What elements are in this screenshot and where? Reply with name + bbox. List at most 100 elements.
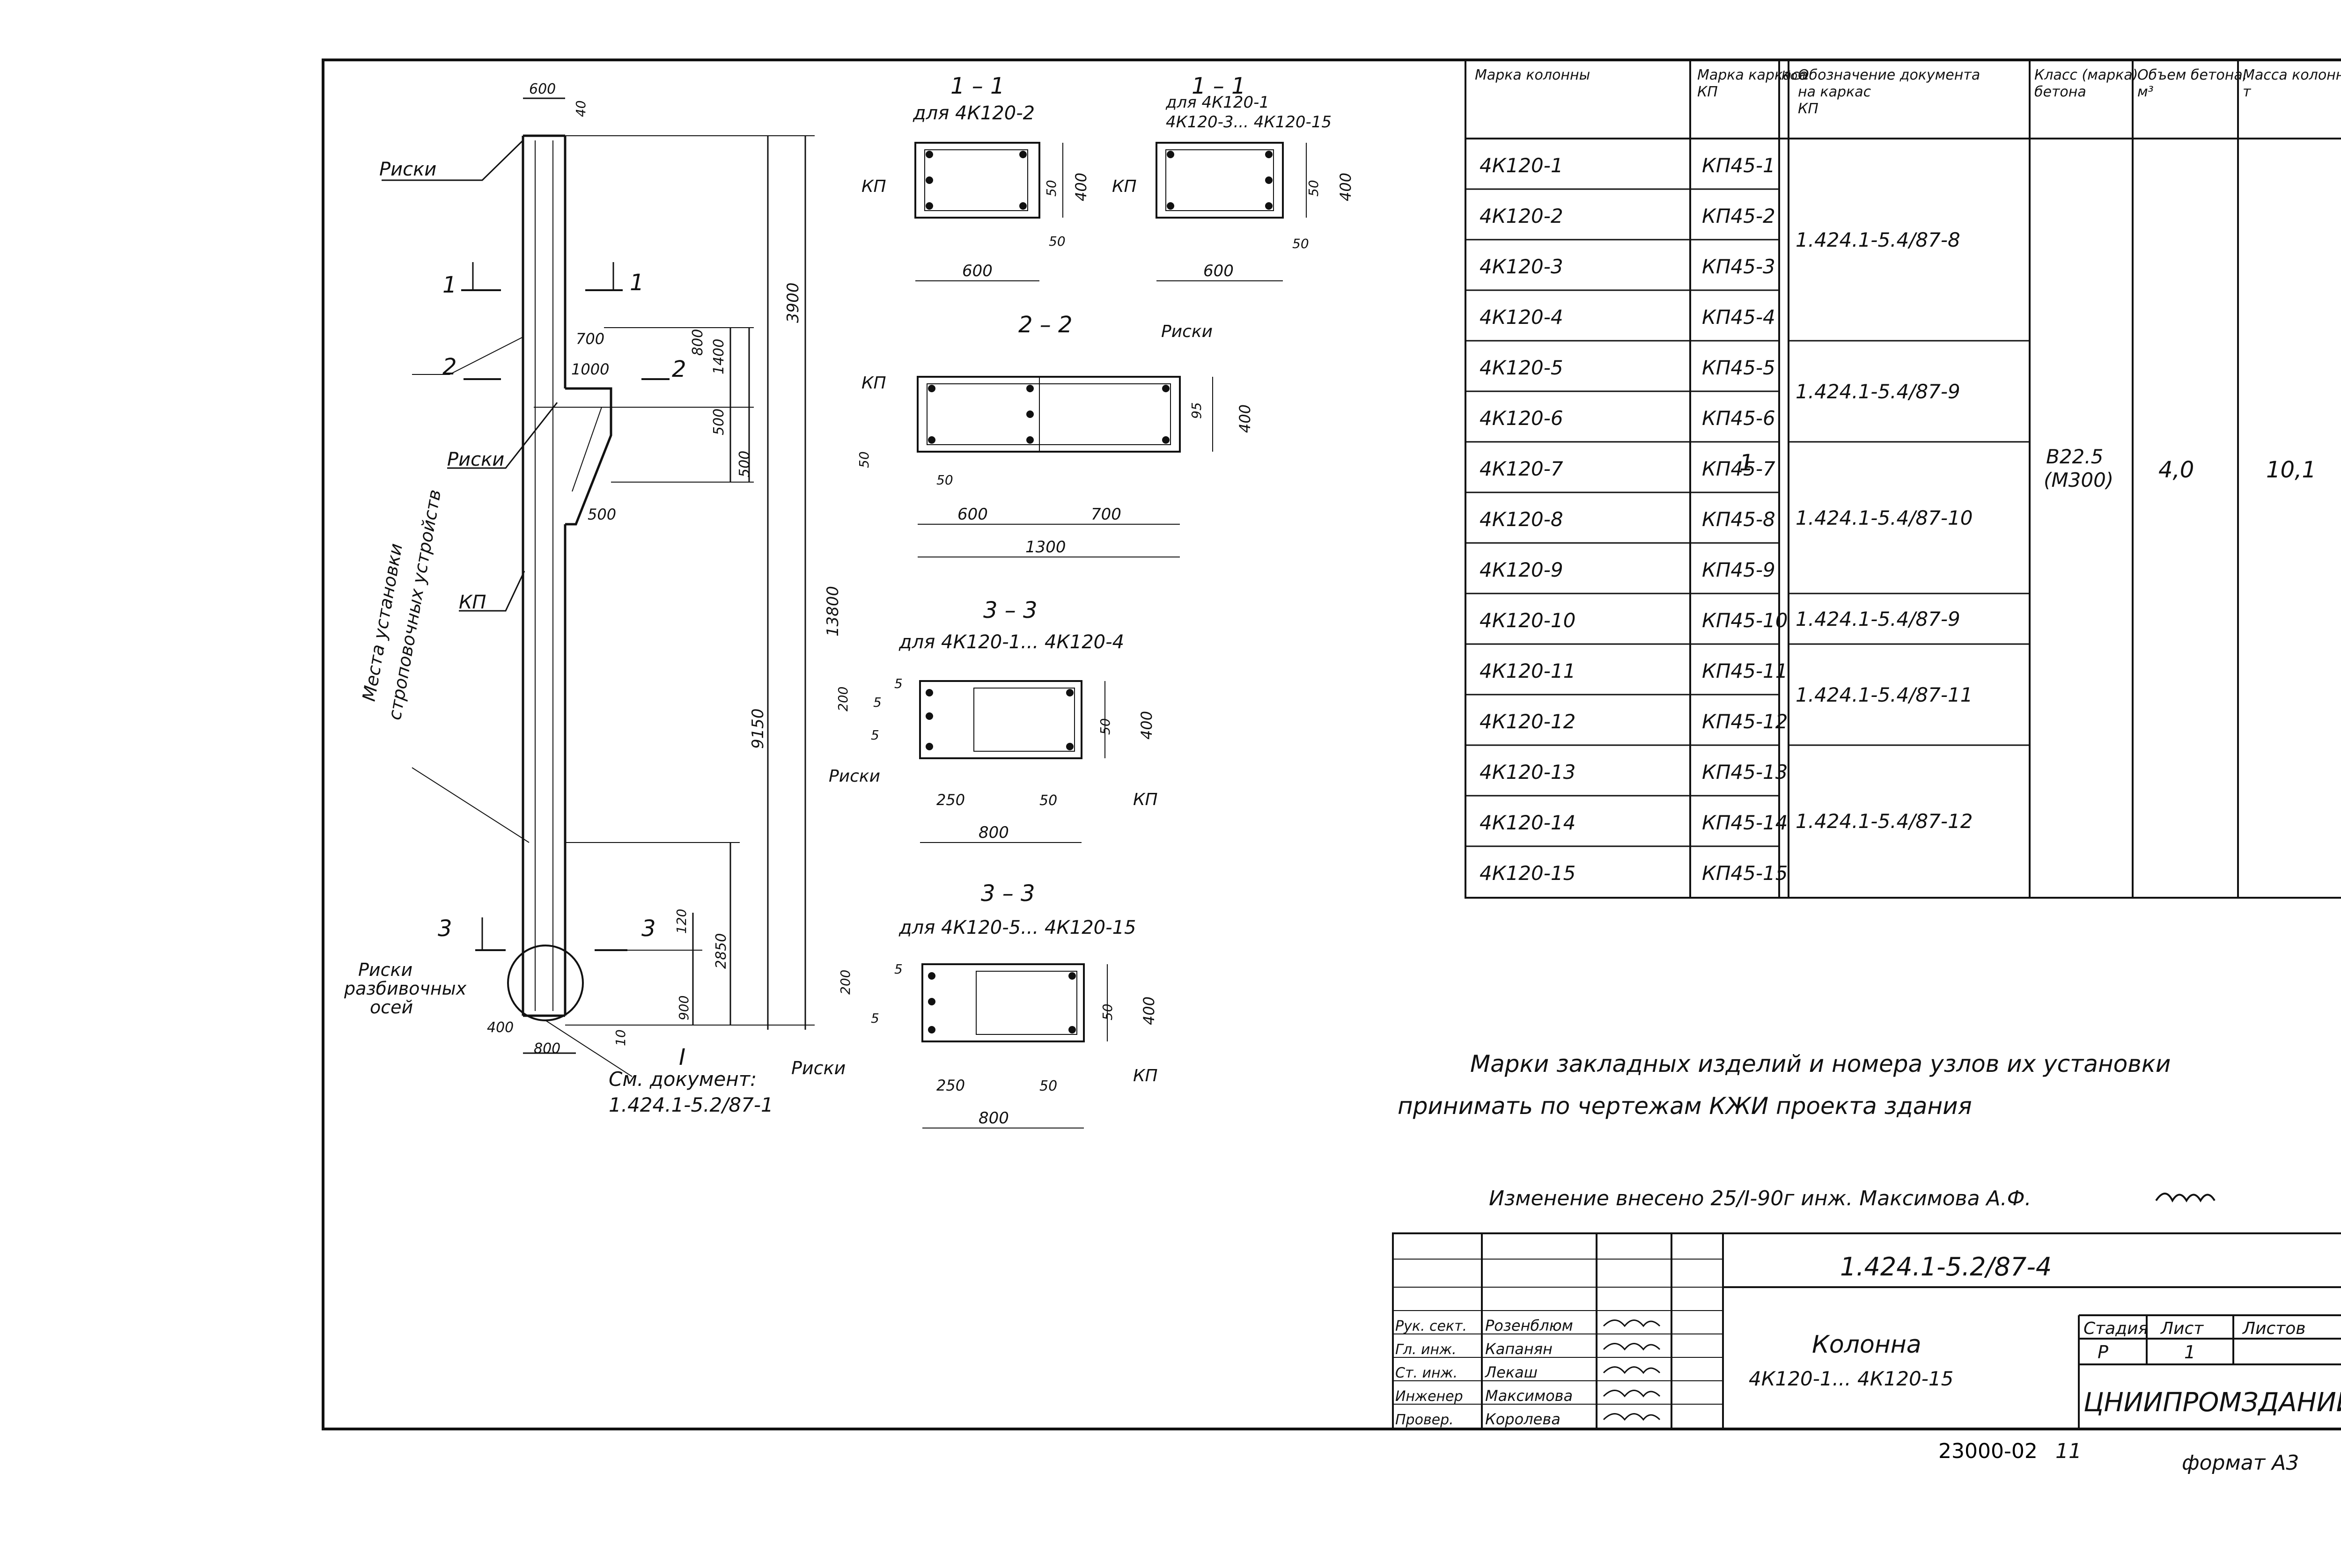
- table-cell-doc: 1.424.1-5.4/87-12: [1796, 810, 1973, 833]
- table-cell-frame-mark: КП45-13: [1702, 761, 1788, 784]
- stamp-org: ЦНИИПРОМЗДАНИЙ: [2083, 1387, 2341, 1418]
- table-cell-doc: 1.424.1-5.4/87-8: [1796, 228, 1960, 251]
- table-cell-column-mark: 4К120-12: [1480, 710, 1575, 733]
- stamp-sheet-h: Лист: [2160, 1319, 2204, 1338]
- table-cell-column-mark: 4К120-13: [1480, 761, 1575, 784]
- s1a-d400: 400: [1072, 173, 1090, 201]
- stamp-stage-h: Стадия: [2083, 1319, 2148, 1338]
- dim-total-height: 13800: [824, 586, 842, 637]
- s3a-d5c: 5: [871, 727, 879, 743]
- s3a-d250: 250: [936, 791, 965, 809]
- stamp-signature: [1603, 1390, 1661, 1398]
- label-kp: КП: [459, 592, 486, 613]
- s3b-sub: для 4К120-5... 4К120-15: [898, 917, 1136, 938]
- s1a-kp: КП: [861, 177, 886, 196]
- label-riski-bottom-1: Риски: [358, 960, 412, 980]
- dim-mid-c: 500: [711, 409, 727, 435]
- s2-title: 2 – 2: [1018, 312, 1073, 338]
- s3a-riski: Риски: [829, 767, 880, 786]
- stamp-name: Розенблюм: [1485, 1317, 1573, 1334]
- s2-kp: КП: [861, 374, 886, 393]
- stamp-signature: [1603, 1413, 1661, 1421]
- table-cell-frame-mark: КП45-7: [1702, 457, 1775, 480]
- table-header-5: Объем бетона,м³: [2137, 67, 2247, 100]
- table-cell-frame-mark: КП45-8: [1702, 508, 1775, 531]
- table-cell-frame-mark: КП45-5: [1702, 356, 1775, 379]
- dim-top-small: 40: [573, 100, 589, 117]
- s3b-d250: 250: [936, 1077, 965, 1094]
- sheet-frame: [322, 59, 2341, 1430]
- table-cell-column-mark: 4К120-1: [1480, 154, 1563, 177]
- label-riski-bottom-3: осей: [370, 997, 413, 1018]
- s1b-d50a: 50: [1306, 180, 1321, 197]
- table-header-6: Масса колонны,т: [2243, 67, 2341, 100]
- stamp-doc-number: 1.424.1-5.2/87-4: [1840, 1252, 2052, 1282]
- table-concrete-class: В22.5: [2046, 445, 2103, 468]
- s3a-d5a: 5: [894, 676, 903, 691]
- table-cell-frame-mark: КП45-1: [1702, 154, 1775, 177]
- s1b-sub-2: 4К120-3... 4К120-15: [1166, 113, 1332, 132]
- cut-1-right: 1: [630, 270, 644, 296]
- s3b-riski: Риски: [791, 1058, 846, 1078]
- table-cell-doc: 1.424.1-5.4/87-9: [1796, 380, 1960, 403]
- table-cell-frame-mark: КП45-12: [1702, 710, 1788, 733]
- s3b-d200: 200: [838, 970, 853, 995]
- table-cell-column-mark: 4К120-15: [1480, 862, 1575, 885]
- s1a-d600: 600: [962, 262, 993, 280]
- s3a-d50v: 50: [1097, 718, 1113, 735]
- stamp-signature: [1603, 1343, 1661, 1351]
- s1b-d600: 600: [1203, 262, 1234, 280]
- s3a-title: 3 – 3: [983, 597, 1038, 623]
- stamp-name-2: 4К120-1... 4К120-15: [1749, 1367, 1953, 1390]
- dim-bottom-width: 800: [534, 1040, 560, 1057]
- table-cell-frame-mark: КП45-2: [1702, 205, 1775, 227]
- stamp-name: Капанян: [1485, 1340, 1553, 1358]
- dim-bottom-b: 900: [676, 996, 692, 1020]
- table-grid: [1465, 59, 2341, 899]
- s2-d700: 700: [1091, 505, 1121, 524]
- s1b-sub-1: для 4К120-1: [1165, 93, 1269, 112]
- label-riski-top: Риски: [379, 159, 436, 180]
- change-signature: [2155, 1193, 2216, 1203]
- table-cell-doc: 1.424.1-5.4/87-11: [1796, 683, 1973, 706]
- s3a-d400: 400: [1138, 711, 1156, 740]
- dim-mid-d: 500: [736, 451, 753, 477]
- dim-top-width: 600: [529, 81, 556, 97]
- dim-bracket-1000: 1000: [571, 360, 609, 378]
- stamp-sheet-v: 1: [2184, 1342, 2195, 1363]
- table-cell-column-mark: 4К120-3: [1480, 255, 1563, 278]
- s3a-sub: для 4К120-1... 4К120-4: [898, 631, 1124, 653]
- table-cell-frame-mark: КП45-14: [1702, 811, 1788, 834]
- s1a-d50a: 50: [1044, 180, 1059, 197]
- table-header-0: Марка колонны: [1475, 67, 1590, 83]
- table-cell-doc: 1.424.1-5.4/87-10: [1796, 506, 1973, 529]
- note-line2: принимать по чертежам КЖИ проекта здания: [1398, 1092, 1972, 1120]
- table-cell-doc: 1.424.1-5.4/87-9: [1796, 608, 1960, 630]
- cut-3-right: 3: [641, 916, 656, 942]
- s3b-d800: 800: [979, 1109, 1009, 1128]
- note-line1: Марки закладных изделий и номера узлов и…: [1470, 1050, 2171, 1077]
- s1a-sub: для 4К120-2: [913, 103, 1035, 124]
- dim-base-400: 400: [487, 1019, 514, 1036]
- table-header-4: Класс (марка)бетона: [2034, 67, 2138, 100]
- s2-riski: Риски: [1161, 322, 1213, 341]
- rebar-dots: [926, 151, 1273, 1033]
- sections: [914, 142, 1307, 1128]
- change-note: Изменение внесено 25/I-90г инж. Максимов…: [1489, 1187, 2032, 1210]
- dim-bottom-a: 120: [674, 909, 689, 934]
- dim-bracket-500: 500: [588, 506, 616, 523]
- s1b-kp: КП: [1112, 177, 1137, 196]
- table-cell-column-mark: 4К120-7: [1480, 457, 1563, 480]
- s3b-d5a: 5: [894, 961, 903, 977]
- dim-upper: 3900: [784, 282, 802, 323]
- footer-inventory: 23000-02: [1938, 1439, 2038, 1463]
- table-cell-column-mark: 4К120-10: [1480, 609, 1575, 632]
- dim-bracket-700: 700: [576, 330, 604, 348]
- table-cell-column-mark: 4К120-11: [1480, 659, 1575, 682]
- stamp-name: Лекаш: [1485, 1363, 1538, 1381]
- stamp-signature: [1603, 1319, 1661, 1327]
- node-mark: I: [679, 1044, 685, 1070]
